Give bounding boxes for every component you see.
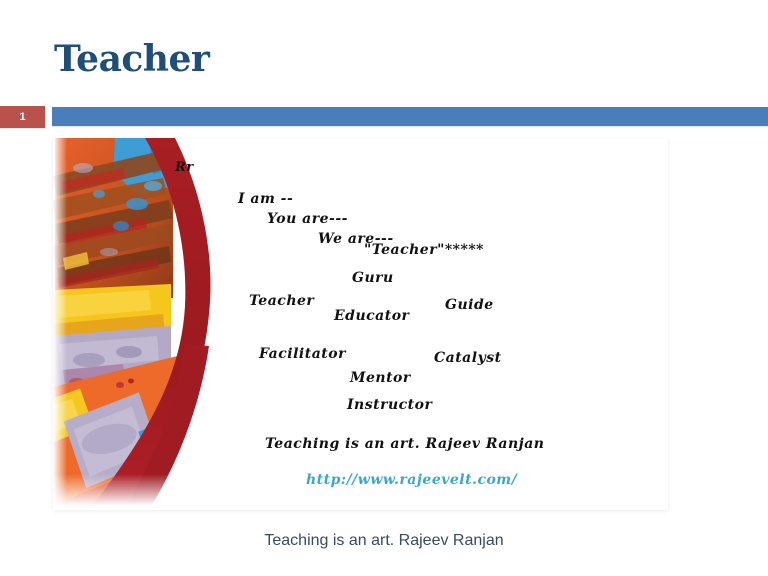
collage-line-url[interactable]: http://www.rajeevelt.com/	[306, 472, 518, 488]
collage-line-teacher: Teacher	[249, 293, 315, 309]
collage-line-i-am: I am --	[238, 191, 294, 207]
collage-line-guide: Guide	[445, 297, 494, 313]
artwork-svg	[53, 138, 213, 510]
collage-line-we-are: We are---	[318, 231, 394, 247]
collage-line-rr: Rr	[175, 160, 194, 175]
collage-line-guru: Guru	[352, 270, 394, 286]
collage-line-instructor: Instructor	[347, 397, 433, 413]
slide-number-badge: 1	[0, 106, 45, 128]
content-image: Rr I am -- You are--- We are--- "Teacher…	[53, 138, 668, 510]
collage-line-you-are: You are---	[267, 211, 348, 227]
collage-line-educator: Educator	[334, 308, 410, 324]
collage-line-catalyst: Catalyst	[434, 350, 502, 366]
slide-caption: Teaching is an art. Rajeev Ranjan	[264, 532, 504, 549]
abstract-paint-artwork	[53, 138, 213, 510]
accent-divider-bar	[52, 107, 768, 126]
title-divider-row: 1	[0, 106, 768, 128]
collage-line-tagline: Teaching is an art. Rajeev Ranjan	[265, 436, 545, 452]
collage-line-mentor: Mentor	[350, 370, 411, 386]
page-title: Teacher	[54, 38, 210, 80]
collage-line-teacher-quoted: "Teacher"*****	[364, 242, 484, 258]
collage-line-facilitator: Facilitator	[259, 346, 346, 362]
